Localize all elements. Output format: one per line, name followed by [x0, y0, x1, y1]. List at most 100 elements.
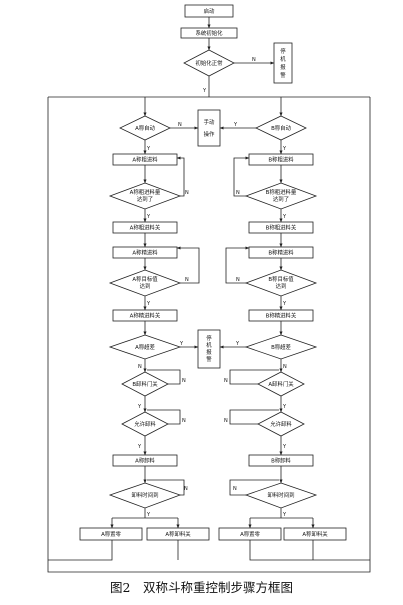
alarm-top-box: 停 机 报 警	[273, 42, 293, 84]
b-fine-feed-box: B称精进料	[248, 246, 314, 259]
b-allow-decision: 允许卸料	[257, 411, 305, 437]
label-no: N	[224, 378, 228, 384]
b-auto-decision: B称自动	[255, 115, 307, 141]
a-target-decision: A称目标值 达到	[108, 269, 182, 297]
a-fault-decision: A称超差	[108, 334, 182, 360]
svg-text:A称粗进料关: A称粗进料关	[130, 224, 161, 232]
label-no: N	[252, 57, 256, 63]
svg-text:初始化正常: 初始化正常	[196, 59, 223, 67]
label-yes: Y	[146, 512, 151, 518]
svg-text:A称自动: A称自动	[135, 124, 155, 132]
b-coarse-feed-box: B称粗进料	[248, 153, 314, 166]
svg-text:A称粗进料: A称粗进料	[132, 156, 158, 164]
label-no: N	[184, 486, 188, 492]
svg-text:达到: 达到	[276, 282, 287, 290]
a-allow-decision: 允许卸料	[121, 411, 169, 437]
svg-text:手动: 手动	[204, 118, 215, 126]
label-yes: Y	[282, 444, 287, 450]
init-ok-decision: 初始化正常	[183, 49, 235, 77]
a-discharge-close-box: A称卸料关	[146, 527, 210, 541]
b-coarse-close-box: B称粗进料关	[248, 221, 314, 234]
svg-text:B卸料门关: B卸料门关	[132, 380, 158, 388]
label-yes: Y	[137, 404, 142, 410]
b-discharge-close-box: A称卸料关	[283, 527, 347, 541]
a-coarse-target-decision: A称粗进料量 达到了	[108, 182, 182, 210]
svg-text:机: 机	[206, 341, 212, 349]
b-time-decision: 卸料时间到	[244, 482, 318, 509]
branch-labels: N Y N Y Y Y N N Y Y N N Y Y Y Y N N N N …	[137, 57, 287, 518]
start-box: 启动	[184, 4, 234, 18]
label-yes: Y	[146, 146, 151, 152]
svg-text:B称自动: B称自动	[271, 124, 291, 132]
b-fine-close-box: B称精进料关	[248, 309, 314, 322]
svg-text:A称粗进料量: A称粗进料量	[130, 188, 161, 196]
svg-text:A称置零: A称置零	[101, 530, 121, 538]
label-no: N	[138, 364, 142, 370]
svg-text:允许卸料: 允许卸料	[270, 420, 292, 428]
label-no: N	[233, 486, 237, 492]
svg-text:A称卸料关: A称卸料关	[165, 530, 191, 538]
svg-text:报: 报	[280, 63, 286, 71]
svg-text:A称目标值: A称目标值	[132, 275, 158, 283]
label-yes: Y	[282, 404, 287, 410]
svg-text:达到了: 达到了	[273, 195, 289, 203]
label-yes: Y	[202, 88, 207, 94]
label-yes: Y	[137, 444, 142, 450]
label-yes: Y	[146, 214, 151, 220]
a-gate-decision: B卸料门关	[121, 371, 169, 397]
b-target-decision: B称目标值 达到	[244, 269, 318, 297]
label-no: N	[185, 190, 189, 196]
label-yes: Y	[235, 341, 240, 347]
nodes: 启动 系统初始化 初始化正常 停 机 报 警 手动 操作 停 机 报 警	[79, 4, 347, 541]
label-yes: Y	[282, 214, 287, 220]
a-discharge-box: A称卸料	[112, 454, 178, 467]
svg-text:卸料时间到: 卸料时间到	[132, 491, 159, 499]
svg-text:B称精进料: B称精进料	[268, 249, 294, 257]
svg-text:报: 报	[206, 348, 212, 356]
init-box: 系统初始化	[180, 27, 238, 39]
a-coarse-close-box: A称粗进料关	[112, 221, 178, 234]
label-yes: Y	[146, 301, 151, 307]
label-yes: Y	[233, 122, 238, 128]
svg-text:A称超差: A称超差	[135, 343, 155, 351]
svg-text:达到了: 达到了	[137, 195, 153, 203]
svg-text:B称超差: B称超差	[271, 343, 291, 351]
svg-text:启动: 启动	[204, 7, 215, 15]
a-auto-decision: A称自动	[119, 115, 171, 141]
label-no: N	[236, 190, 240, 196]
svg-text:停: 停	[280, 47, 286, 55]
b-gate-decision: A卸料门关	[257, 371, 305, 397]
svg-text:B称粗进料关: B称粗进料关	[266, 224, 297, 232]
b-discharge-box: B称卸料	[248, 454, 314, 467]
connectors	[47, 17, 371, 573]
svg-text:警: 警	[206, 355, 212, 363]
svg-text:B称卸料: B称卸料	[271, 457, 291, 465]
a-fine-close-box: A称精进料关	[112, 309, 178, 322]
svg-text:允许卸料: 允许卸料	[134, 420, 156, 428]
svg-text:停: 停	[206, 334, 212, 342]
label-yes: Y	[282, 146, 287, 152]
svg-text:B称目标值: B称目标值	[268, 275, 294, 283]
label-yes: Y	[179, 341, 184, 347]
label-no: N	[224, 418, 228, 424]
a-time-decision: 卸料时间到	[108, 482, 182, 509]
svg-text:系统初始化: 系统初始化	[196, 29, 224, 37]
svg-text:A称精进料: A称精进料	[132, 249, 158, 257]
flowchart: N Y N Y Y Y N N Y Y N N Y Y Y Y N N N N …	[47, 4, 371, 573]
label-no: N	[185, 277, 189, 283]
a-coarse-feed-box: A称粗进料	[112, 153, 178, 166]
figure-caption: 图2 双称斗称重控制步骤方框图	[110, 580, 293, 595]
b-zero-box: A称置零	[218, 527, 282, 541]
b-coarse-target-decision: B称粗进料量 达到了	[244, 182, 318, 210]
svg-text:A卸料门关: A卸料门关	[268, 380, 294, 388]
label-no: N	[182, 418, 186, 424]
manual-box: 手动 操作	[197, 109, 221, 147]
label-no: N	[178, 122, 182, 128]
svg-text:操作: 操作	[204, 130, 215, 138]
svg-text:达到: 达到	[140, 282, 151, 290]
label-yes: Y	[282, 512, 287, 518]
label-no: N	[283, 364, 287, 370]
svg-text:A称卸料关: A称卸料关	[302, 530, 328, 538]
svg-text:B称粗进料量: B称粗进料量	[266, 188, 297, 196]
svg-text:A称置零: A称置零	[240, 530, 260, 538]
